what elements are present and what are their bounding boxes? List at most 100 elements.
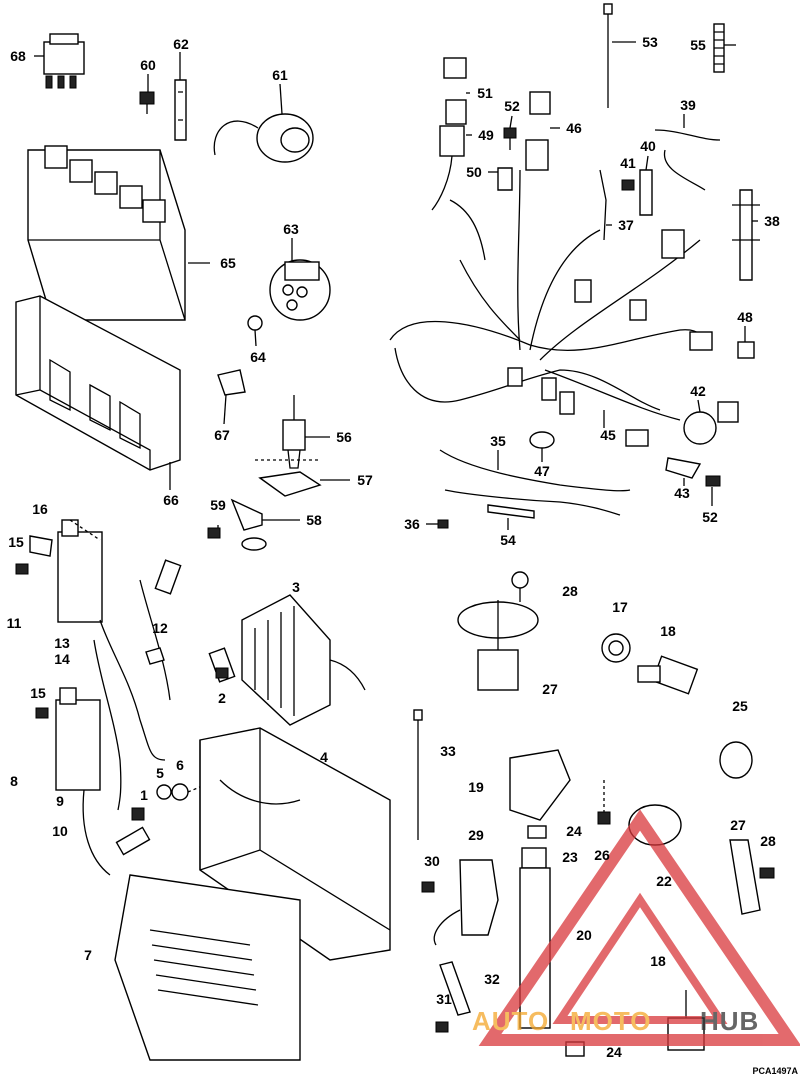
callout-59: 59 [210,497,226,513]
callout-54: 54 [500,532,516,548]
clip-34 [439,961,471,1016]
watermark-text-auto: AUTO [472,1006,549,1036]
lead-10 [82,789,151,876]
callout-4: 4 [320,749,328,765]
sensor-43 [683,401,739,445]
watermark-text-moto: MOTO [570,1006,652,1036]
callout-7: 7 [84,947,92,963]
sleeve-55 [713,23,725,73]
spark-plug-leads-12-13 [93,559,236,811]
wire-38 [599,169,607,241]
callout-23: 23 [562,849,578,865]
callout-32: 30 [424,853,440,869]
bolt-60 [139,91,155,114]
callout-55: 55 [690,37,706,53]
screw-30 [511,571,529,602]
watermark-logo: AUTO MOTO HUB [472,809,800,1046]
screw-2 [215,667,229,679]
callout-52-top: 52 [504,98,520,114]
hose-23 [521,847,547,869]
callout-31: 29 [468,827,484,843]
bracket-58 [230,498,267,551]
callout-12: 13 [54,635,70,651]
callout-34: 32 [484,971,500,987]
callout-49: 49 [478,127,494,143]
callout-45: 45 [600,427,616,443]
callout-6: 6 [176,757,184,773]
callout-52-mid: 52 [702,509,718,525]
screw-15-bottom [35,707,49,719]
grommet-47 [529,431,555,449]
callout-19: 19 [468,779,484,795]
callout-29: 27 [542,681,558,697]
screw-59 [207,527,221,539]
pressure-sensor-29 [457,600,539,691]
callout-24-bottom: 24 [606,1044,622,1060]
bracket-39 [732,189,760,281]
callout-5: 5 [156,765,164,781]
speaker-61 [213,113,314,163]
clamp-44 [665,457,702,479]
callout-1: 1 [140,787,148,803]
cable-tie-53 [603,3,613,108]
callout-68: 68 [10,48,26,64]
figure-code: PCA1497A [752,1066,798,1076]
callout-38: 37 [618,217,634,233]
wire-40 [654,129,721,191]
callout-42: 41 [620,155,636,171]
callout-39: 38 [764,213,780,229]
callout-61: 61 [272,67,288,83]
gasket-57 [255,459,322,497]
watermark-text-hub: HUB [700,1006,759,1036]
cap-64 [247,315,263,331]
callout-2: 2 [218,690,226,706]
callout-21: 22 [656,873,672,889]
ecu-tray-66 [15,295,181,471]
clip-25 [719,741,753,779]
watermark-triangle [478,809,800,1046]
relay-68 [43,33,85,89]
callout-64: 64 [250,349,266,365]
callout-27: 27 [730,817,746,833]
bracket-27 [729,839,761,915]
callout-35: 33 [440,743,456,759]
screw-15-top [15,563,29,575]
callout-50: 51 [477,85,493,101]
connector-49-50 [431,57,467,211]
bolt-52-mid [705,475,721,487]
bolt-1 [131,807,145,821]
ignition-coil-8 [55,687,101,791]
callout-60: 60 [140,57,156,73]
ecu-module-65 [27,145,186,321]
callout-53: 53 [642,34,658,50]
callout-58: 58 [306,512,322,528]
callout-13: 14 [54,651,70,667]
callout-30: 28 [562,583,578,599]
ground-wire-36 [439,449,631,516]
screw-32 [421,881,435,893]
washers-5-6 [156,769,241,801]
callout-8: 8 [10,773,18,789]
screw-37 [437,519,449,529]
watermark-inner-triangle [552,892,728,1024]
tps-31 [433,859,499,946]
clamp-62 [174,79,187,141]
callout-43: 42 [690,383,706,399]
callout-65: 65 [220,255,236,271]
ignition-coil-11 [57,519,103,623]
callout-40: 39 [680,97,696,113]
map-sensor-19 [509,749,571,821]
callout-9: 9 [56,793,64,809]
screw-28 [759,867,775,879]
connector-63 [269,259,331,321]
clip-14 [145,647,165,665]
clip-67 [217,369,246,396]
temp-sensor-17 [637,655,699,695]
screw-42 [621,179,635,191]
callout-48: 48 [737,309,753,325]
sensor-56 [282,395,306,469]
callout-41: 40 [640,138,656,154]
callout-57: 57 [357,472,373,488]
callout-56: 56 [336,429,352,445]
